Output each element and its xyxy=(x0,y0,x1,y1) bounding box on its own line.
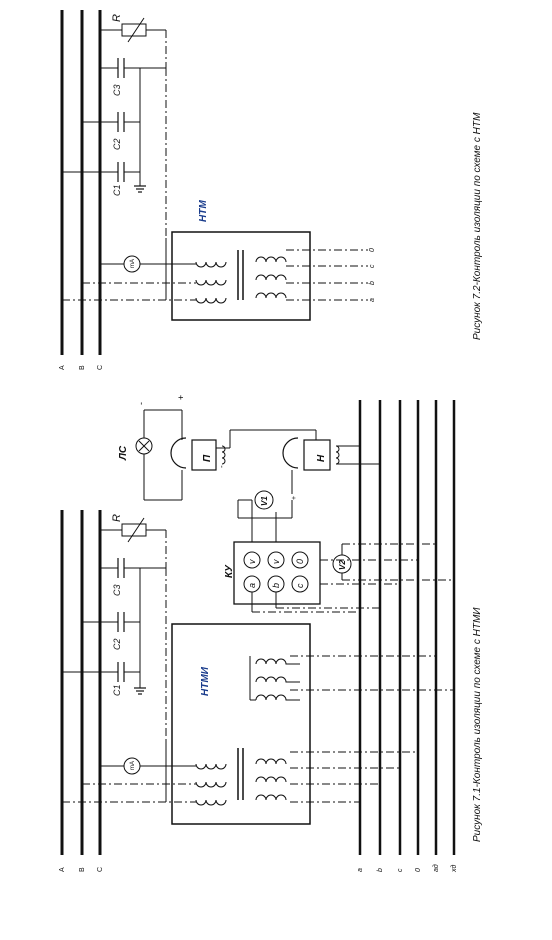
switch-ky xyxy=(233,541,321,605)
resistor-label: R xyxy=(111,514,123,522)
resistor-body xyxy=(121,23,147,37)
secondary-windings xyxy=(255,256,287,299)
bus-label-a: A xyxy=(59,867,66,872)
meter-label: mA xyxy=(130,259,136,268)
v1-label: V1 xyxy=(260,496,269,506)
voltmeter-v1 xyxy=(254,490,274,510)
terminal-b: b xyxy=(369,281,376,285)
relay-p-coil xyxy=(221,445,226,465)
contact-label-b: b xyxy=(271,583,281,588)
relay-n-label: Н xyxy=(316,454,327,462)
resistor-body xyxy=(121,523,147,537)
resistor-arrow xyxy=(127,517,145,543)
terminal-a: a xyxy=(369,298,376,302)
contact-0 xyxy=(291,551,309,569)
caption-bottom: Рисунок 7.1-Контроль изоляции по схеме с… xyxy=(472,607,483,842)
relay-p-body xyxy=(191,439,217,471)
lamp-cross-2 xyxy=(138,440,150,452)
meter-label: mA xyxy=(130,761,136,770)
primary-windings xyxy=(195,763,227,806)
c1-label: C1 xyxy=(112,184,122,196)
caption-top: Рисунок 7.2-Контроль изоляции по схеме с… xyxy=(472,112,483,340)
relay-n-body xyxy=(303,439,331,471)
contact-label-v1: v xyxy=(247,559,257,564)
relay-n-arc xyxy=(282,437,299,469)
resistor-arrow xyxy=(127,17,145,43)
terminal-c: c xyxy=(369,264,376,268)
relay-p-arc xyxy=(170,437,187,469)
supply-plus: + xyxy=(176,395,186,400)
contact-v-2 xyxy=(267,551,285,569)
secondary-windings-delta xyxy=(249,656,300,701)
sec-bus-label-xd: xд xyxy=(450,865,458,874)
bus-label-b: B xyxy=(79,365,86,370)
c3-label: C3 xyxy=(112,584,122,596)
bus-label-a: A xyxy=(59,365,66,370)
contact-c xyxy=(291,575,309,593)
supply-minus: - xyxy=(136,402,146,405)
switch-label: КУ xyxy=(224,564,235,578)
relay-p-minus-mark: - xyxy=(217,465,226,468)
lamp-label: ЛС xyxy=(118,445,129,461)
transformer-ntmi xyxy=(171,623,311,825)
bus-label-b: B xyxy=(79,867,86,872)
transformer-label: НТМИ xyxy=(200,666,211,696)
v2-label: V2 xyxy=(338,560,347,570)
secondary-windings-star xyxy=(255,758,287,801)
sec-bus-label-ad: aд xyxy=(432,864,440,872)
terminal-0: 0 xyxy=(369,248,376,252)
c1-label: C1 xyxy=(112,684,122,696)
relay-n-coil xyxy=(335,445,340,465)
contact-v-1 xyxy=(243,551,261,569)
c2-label: C2 xyxy=(112,138,122,150)
sec-bus-label-a: a xyxy=(357,868,364,872)
sec-bus-label-0: 0 xyxy=(415,868,422,872)
sec-bus-label-c: c xyxy=(397,868,404,872)
contact-label-c: c xyxy=(295,583,305,588)
relay-n-plus: + xyxy=(291,496,298,500)
figure-top: A B C R C3 C2 C1 xyxy=(59,10,483,370)
primary-windings xyxy=(195,261,227,304)
resistor-label: R xyxy=(111,14,123,22)
contact-label-a: a xyxy=(247,583,257,588)
contact-label-v2: v xyxy=(271,559,281,564)
transformer-ntm xyxy=(171,231,311,321)
relay-p-label: П xyxy=(202,454,213,462)
bus-label-c: C xyxy=(97,867,104,872)
figure-bottom: A B C R C3 C2 C1 НТМИ xyxy=(59,395,483,873)
bus-label-c: C xyxy=(97,365,104,370)
transformer-label: НТМ xyxy=(198,200,209,222)
c2-label: C2 xyxy=(112,638,122,650)
contact-label-0: 0 xyxy=(295,559,305,564)
c3-label: C3 xyxy=(112,84,122,96)
sec-bus-label-b: b xyxy=(377,868,384,872)
